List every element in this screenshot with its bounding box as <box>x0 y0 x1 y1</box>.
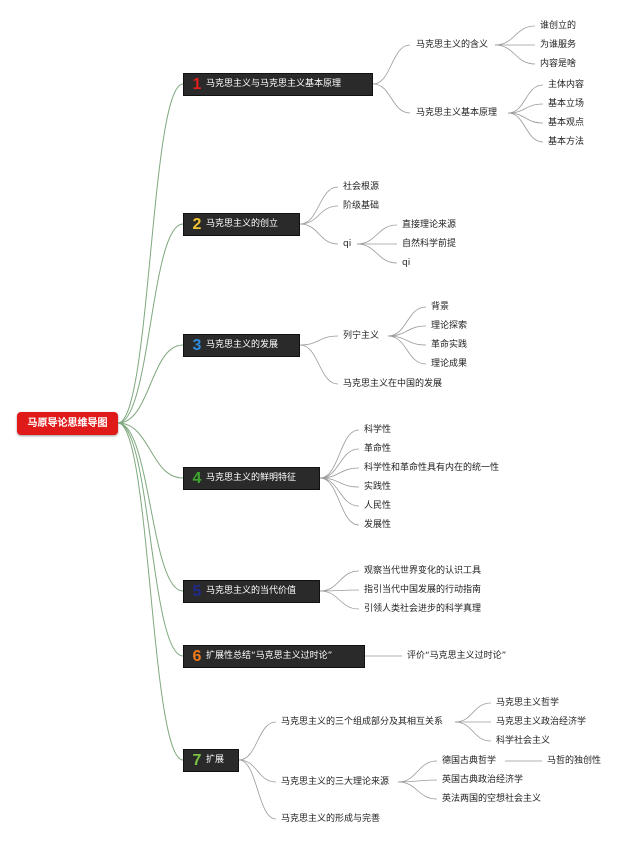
branch-3-child-1[interactable]: 列宁主义 <box>343 331 380 341</box>
branch-4-child-2[interactable]: 革命性 <box>364 444 392 454</box>
branch-7-child-2-leaf-3[interactable]: 英法两国的空想社会主义 <box>442 794 542 804</box>
branch-7-child-2-leaf-2[interactable]: 英国古典政治经济学 <box>442 775 524 785</box>
branch-3-node[interactable]: 3 马克思主义的发展 <box>183 334 300 357</box>
branch-2-child-2[interactable]: 阶级基础 <box>343 201 380 211</box>
branch-7-child-2[interactable]: 马克思主义的三大理论来源 <box>281 777 390 787</box>
branch-3-child-2[interactable]: 马克思主义在中国的发展 <box>343 379 443 389</box>
branch-5-child-1[interactable]: 观察当代世界变化的认识工具 <box>364 566 482 576</box>
branch-3-label: 马克思主义的发展 <box>206 340 279 350</box>
branch-3-child-1-leaf-3[interactable]: 革命实践 <box>431 340 468 350</box>
branch-2-label: 马克思主义的创立 <box>206 219 279 229</box>
branch-5-child-2[interactable]: 指引当代中国发展的行动指南 <box>364 585 482 595</box>
branch-4-child-5[interactable]: 人民性 <box>364 501 392 511</box>
branch-5-label: 马克思主义的当代价值 <box>206 586 297 596</box>
branch-4-child-4[interactable]: 实践性 <box>364 482 392 492</box>
branch-7-child-3[interactable]: 马克思主义的形成与完善 <box>281 814 381 824</box>
branch-5-child-3[interactable]: 引领人类社会进步的科学真理 <box>364 604 482 614</box>
branch-6-label: 扩展性总结“马克思主义过时论” <box>206 651 333 661</box>
branch-3-child-1-leaf-4[interactable]: 理论成果 <box>431 359 468 369</box>
branch-7-child-1-leaf-1[interactable]: 马克思主义哲学 <box>496 698 560 708</box>
root-node[interactable]: 马原导论思维导图 <box>17 412 118 435</box>
branch-7-child-2-extra[interactable]: 马哲的独创性 <box>547 756 602 766</box>
branch-6-child-1[interactable]: 评价“马克思主义过时论” <box>407 651 507 661</box>
branch-2-child-3-leaf-1[interactable]: 直接理论来源 <box>402 220 457 230</box>
branch-7-child-1-leaf-2[interactable]: 马克思主义政治经济学 <box>496 717 587 727</box>
branch-2-node[interactable]: 2 马克思主义的创立 <box>183 213 300 236</box>
branch-1-child-1-leaf-2[interactable]: 为谁服务 <box>540 40 577 50</box>
branch-7-label: 扩展 <box>206 755 225 765</box>
branch-4-label: 马克思主义的鲜明特征 <box>206 473 297 483</box>
branch-4-child-3[interactable]: 科学性和革命性具有内在的统一性 <box>364 463 500 473</box>
branch-2-child-3-leaf-3[interactable]: qi <box>402 258 411 268</box>
branch-7-node[interactable]: 7 扩展 <box>183 749 239 772</box>
branch-2-child-3[interactable]: qi <box>343 239 352 249</box>
branch-1-child-2-leaf-4[interactable]: 基本方法 <box>548 137 585 147</box>
branch-1-child-1-leaf-3[interactable]: 内容是啥 <box>540 59 577 69</box>
branch-6-node[interactable]: 6 扩展性总结“马克思主义过时论” <box>183 645 365 668</box>
branch-3-number: 3 <box>192 337 202 354</box>
branch-7-child-2-leaf-1[interactable]: 德国古典哲学 <box>442 756 497 766</box>
branch-4-child-6[interactable]: 发展性 <box>364 520 392 530</box>
branch-4-node[interactable]: 4 马克思主义的鲜明特征 <box>183 467 320 490</box>
branch-7-child-1[interactable]: 马克思主义的三个组成部分及其相互关系 <box>281 717 444 727</box>
branch-1-node[interactable]: 1 马克思主义与马克思主义基本原理 <box>183 73 373 96</box>
branch-4-number: 4 <box>192 470 202 487</box>
branch-6-number: 6 <box>192 648 202 665</box>
branch-1-child-2-leaf-3[interactable]: 基本观点 <box>548 118 585 128</box>
branch-2-child-3-leaf-2[interactable]: 自然科学前提 <box>402 239 457 249</box>
branch-5-number: 5 <box>192 583 202 600</box>
branch-7-child-1-leaf-3[interactable]: 科学社会主义 <box>496 736 551 746</box>
branch-7-number: 7 <box>192 752 202 769</box>
branch-1-child-2[interactable]: 马克思主义基本原理 <box>416 108 498 118</box>
branch-5-node[interactable]: 5 马克思主义的当代价值 <box>183 580 320 603</box>
branch-1-label: 马克思主义与马克思主义基本原理 <box>206 79 342 89</box>
branch-1-number: 1 <box>192 76 202 93</box>
branch-3-child-1-leaf-2[interactable]: 理论探索 <box>431 321 468 331</box>
branch-2-number: 2 <box>192 216 202 233</box>
branch-3-child-1-leaf-1[interactable]: 背景 <box>431 302 450 312</box>
branch-1-child-1[interactable]: 马克思主义的含义 <box>416 40 489 50</box>
branch-1-child-2-leaf-1[interactable]: 主体内容 <box>548 80 585 90</box>
branch-2-child-1[interactable]: 社会根源 <box>343 182 380 192</box>
branch-1-child-1-leaf-1[interactable]: 谁创立的 <box>540 21 577 31</box>
branch-4-child-1[interactable]: 科学性 <box>364 425 392 435</box>
branch-1-child-2-leaf-2[interactable]: 基本立场 <box>548 99 585 109</box>
